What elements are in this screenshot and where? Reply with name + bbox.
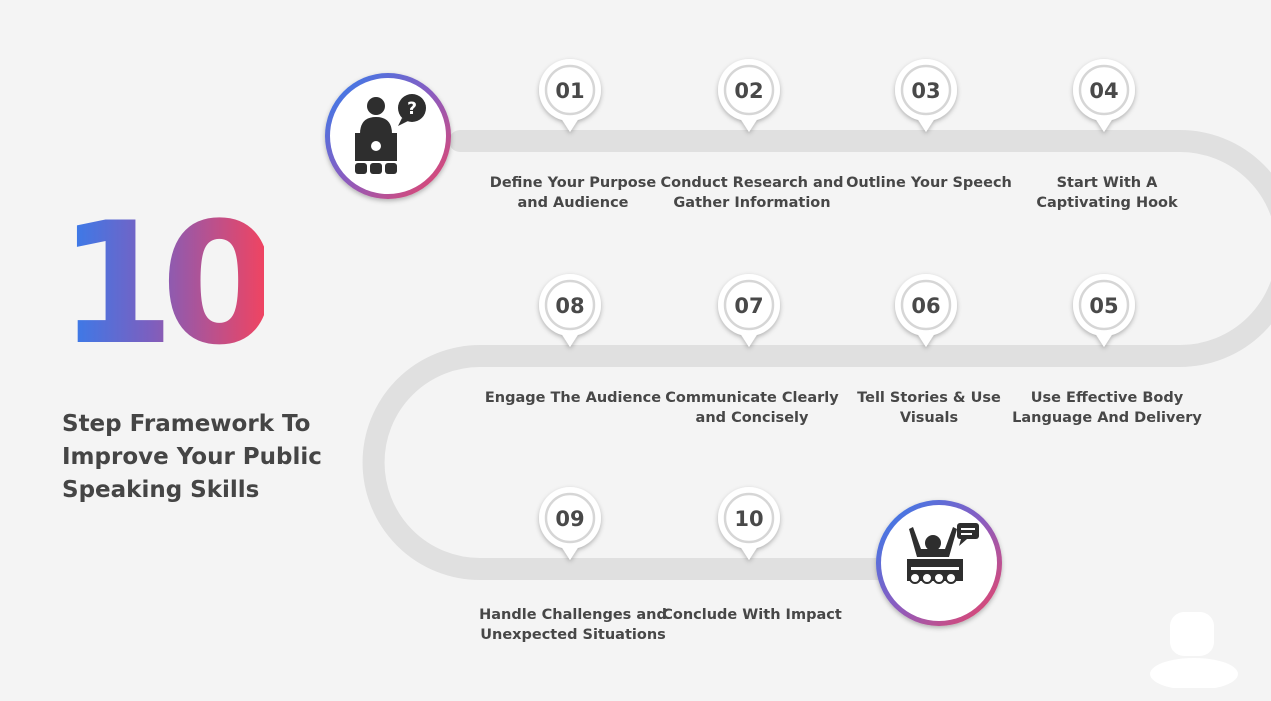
step-pin-05: 05 bbox=[1073, 274, 1135, 347]
step-pin-08: 08 bbox=[539, 274, 601, 347]
step-pin-06: 06 bbox=[895, 274, 957, 347]
step-number: 08 bbox=[555, 294, 584, 318]
pin-layer: 01 02 03 04 05 06 07 08 09 10 bbox=[539, 59, 1135, 560]
step-label-04: Start With A Captivating Hook bbox=[1036, 175, 1178, 211]
step-pin-07: 07 bbox=[718, 274, 780, 347]
pin-inner-ring bbox=[544, 279, 596, 331]
step-pin-04: 04 bbox=[1073, 59, 1135, 132]
pin-inner-ring bbox=[723, 64, 775, 116]
pin-inner-ring bbox=[900, 64, 952, 116]
step-number: 02 bbox=[734, 79, 763, 103]
speaker-cheering-audience-icon bbox=[876, 500, 1002, 626]
speaker-at-podium-question-icon: ? bbox=[325, 73, 451, 199]
question-mark-icon: ? bbox=[407, 99, 417, 119]
segment-layer bbox=[466, 135, 1188, 575]
step-label-08: Engage The Audience bbox=[484, 390, 662, 406]
pin-inner-ring bbox=[544, 64, 596, 116]
step-number: 07 bbox=[734, 294, 763, 318]
pin-inner-ring bbox=[723, 492, 775, 544]
step-number: 01 bbox=[555, 79, 584, 103]
icon-layer: ? bbox=[325, 73, 1002, 626]
step-number: 09 bbox=[555, 507, 584, 531]
step-number: 10 bbox=[734, 507, 763, 531]
step-label-05: Use Effective Body Language And Delivery bbox=[1012, 390, 1202, 426]
page-title: Step Framework To Improve Your Public Sp… bbox=[62, 411, 322, 503]
step-pin-02: 02 bbox=[718, 59, 780, 132]
pin-inner-ring bbox=[900, 279, 952, 331]
step-label-07: Communicate Clearly and Concisely bbox=[665, 390, 839, 426]
pin-inner-ring bbox=[1078, 279, 1130, 331]
person-silhouette-icon bbox=[1150, 612, 1238, 688]
step-number: 03 bbox=[911, 79, 940, 103]
step-label-02: Conduct Research and Gather Information bbox=[660, 175, 844, 211]
step-number: 04 bbox=[1089, 79, 1118, 103]
pin-inner-ring bbox=[723, 279, 775, 331]
step-label-01: Define Your Purpose and Audience bbox=[489, 175, 657, 211]
step-label-09: Handle Challenges and Unexpected Situati… bbox=[479, 607, 667, 643]
step-number: 05 bbox=[1089, 294, 1118, 318]
step-label-03: Outline Your Speech bbox=[846, 175, 1012, 191]
step-label-06: Tell Stories & Use Visuals bbox=[857, 390, 1001, 426]
step-label-10: Conclude With Impact bbox=[662, 607, 842, 623]
pin-inner-ring bbox=[1078, 64, 1130, 116]
pin-inner-ring bbox=[544, 492, 596, 544]
big-number: 10 bbox=[58, 186, 278, 382]
step-pin-01: 01 bbox=[539, 59, 601, 132]
step-number: 06 bbox=[911, 294, 940, 318]
step-pin-09: 09 bbox=[539, 487, 601, 560]
step-pin-03: 03 bbox=[895, 59, 957, 132]
step-pin-10: 10 bbox=[718, 487, 780, 560]
